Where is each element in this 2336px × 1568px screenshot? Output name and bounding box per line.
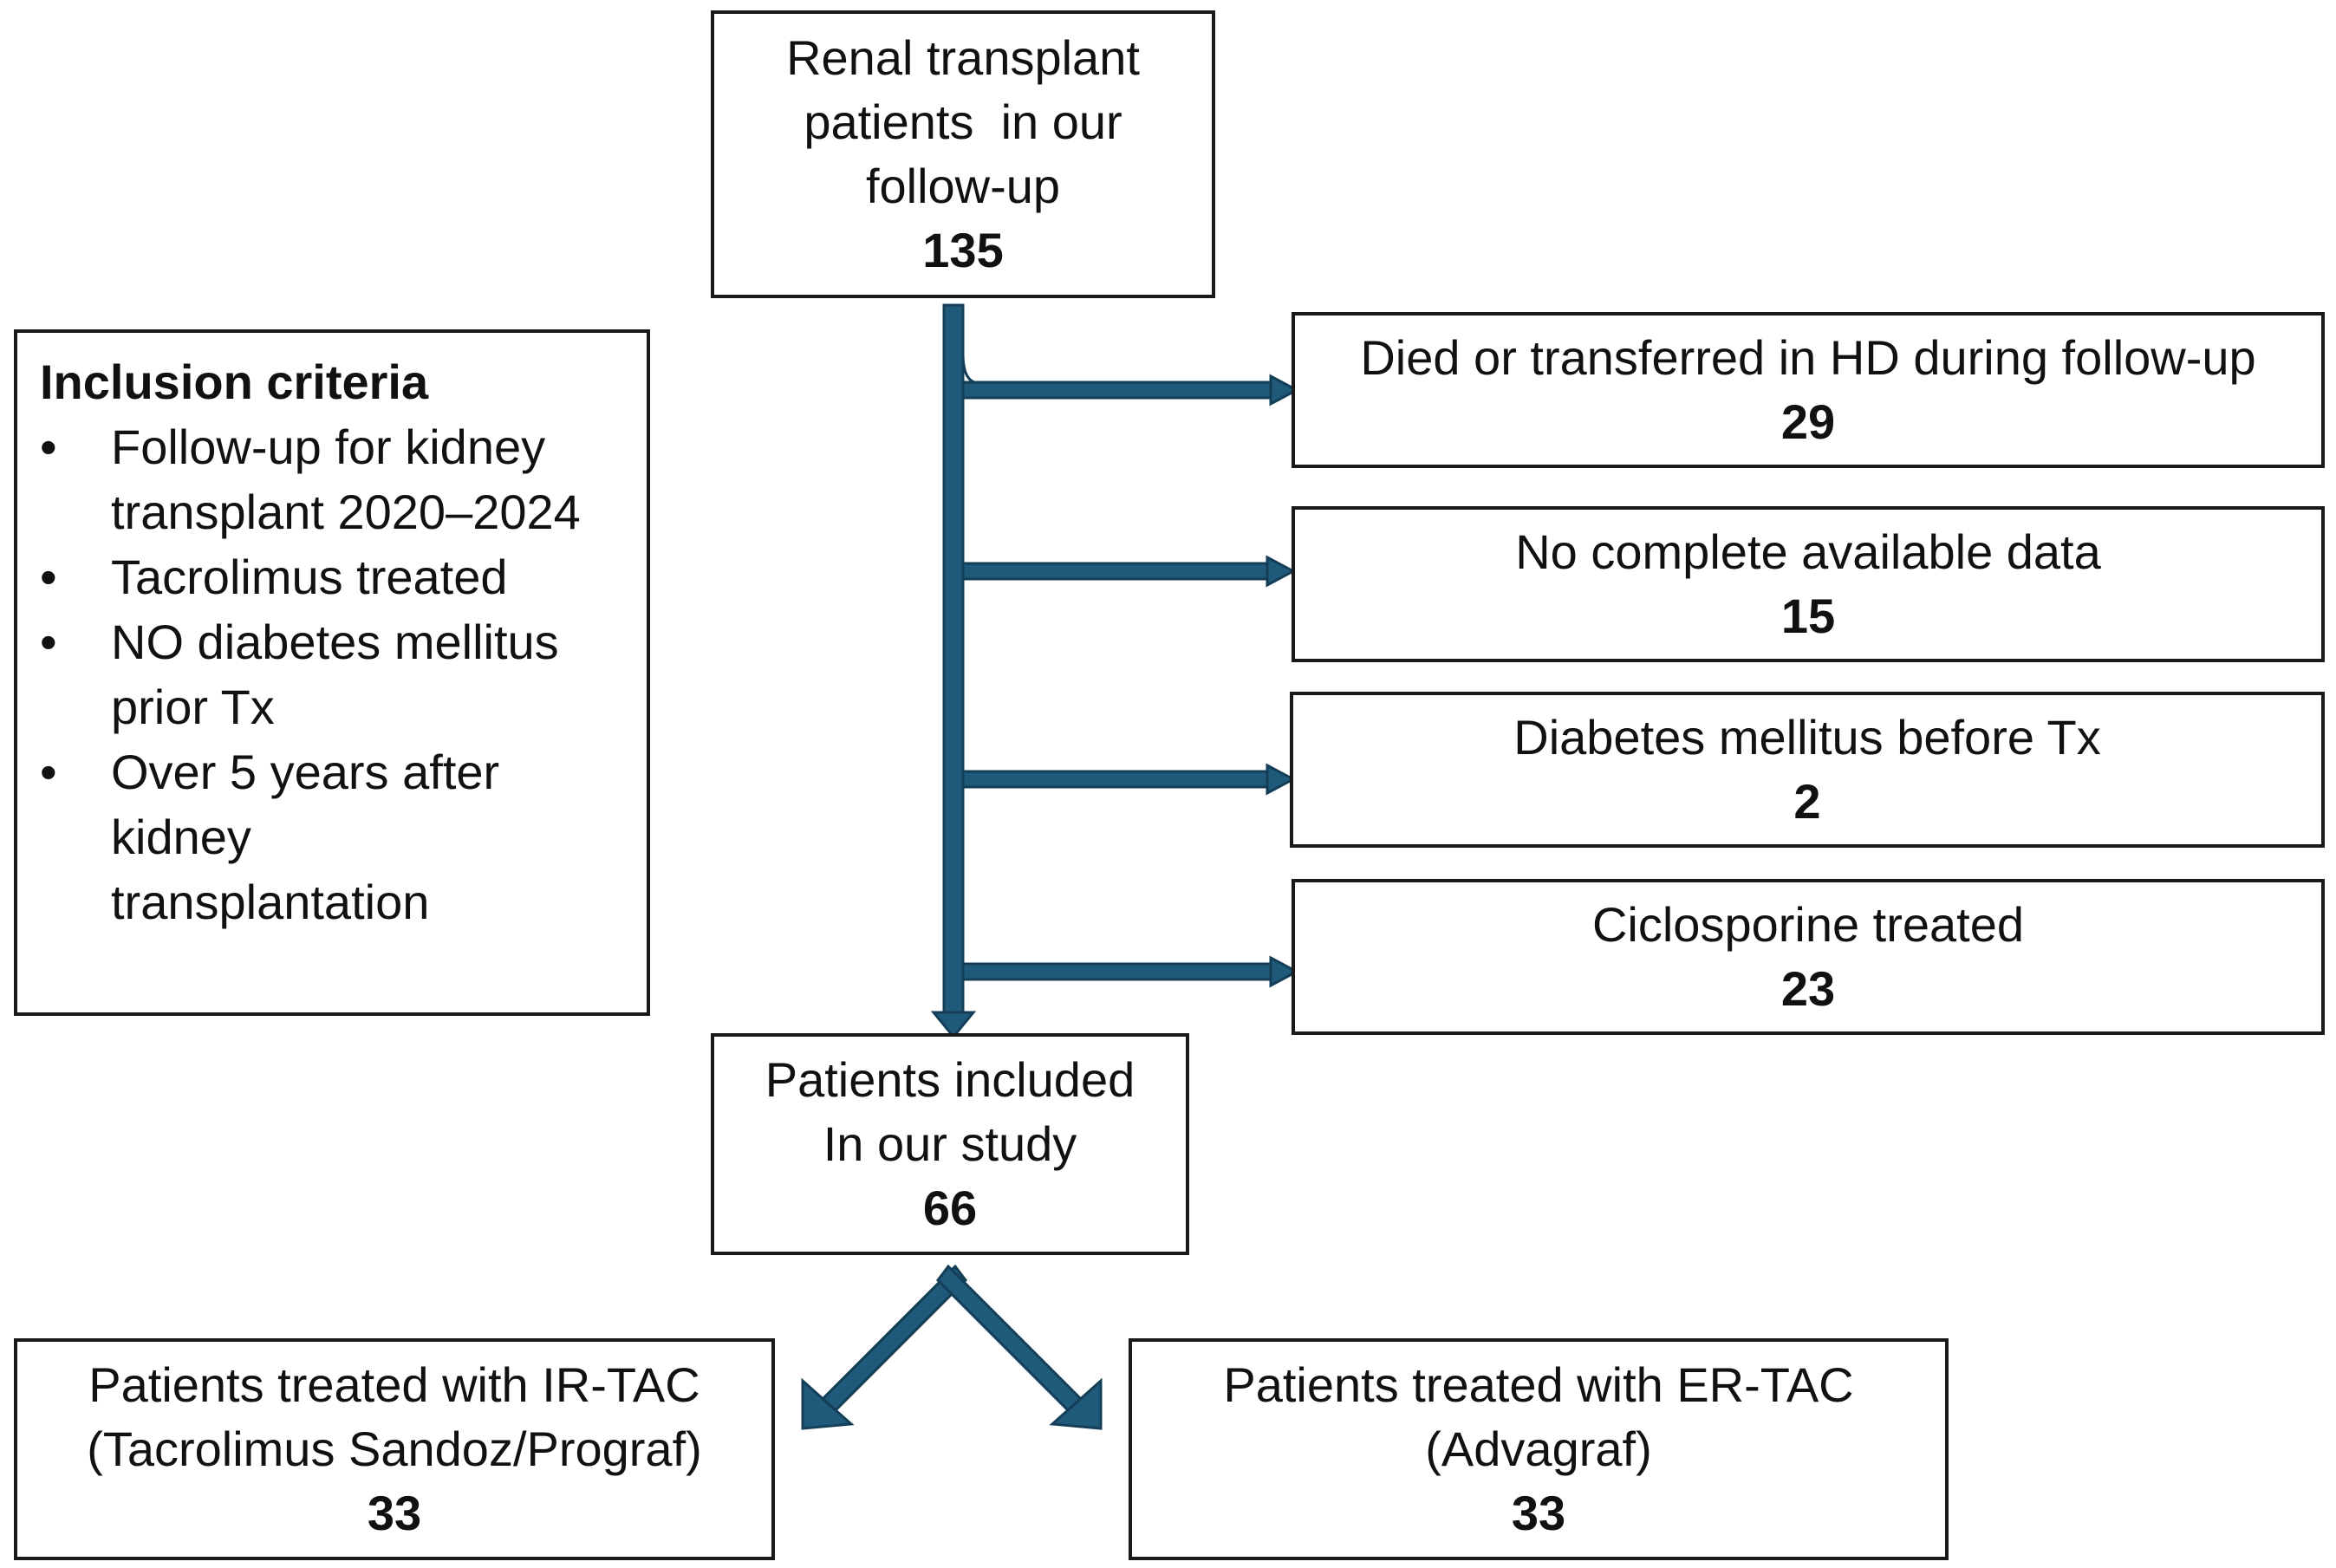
total-patients-line-2: patients in our xyxy=(804,94,1122,149)
criterion-2-line-1: Tacrolimus treated xyxy=(111,550,508,604)
er-tac-line-1: Patients treated with ER-TAC xyxy=(1223,1357,1854,1412)
criterion-1-line-2: transplant 2020–2024 xyxy=(111,485,581,539)
ir-tac-box: Patients treated with IR-TAC (Tacrolimus… xyxy=(14,1338,775,1560)
total-patients-line-3: follow-up xyxy=(865,159,1061,213)
bullet-icon: • xyxy=(40,615,57,669)
criterion-4-line-1: Over 5 years after xyxy=(111,745,500,799)
inclusion-criteria-list: • Follow-up for kidney transplant 2020–2… xyxy=(17,414,647,934)
criterion-item: • Follow-up for kidney transplant 2020–2… xyxy=(17,414,647,544)
branch-arrow-no-data xyxy=(961,555,1297,588)
criterion-4-line-3: transplantation xyxy=(111,875,430,929)
included-count: 66 xyxy=(922,1181,978,1235)
criterion-item: • Tacrolimus treated xyxy=(17,544,647,609)
criterion-3-line-2: prior Tx xyxy=(111,680,275,734)
exclusion-box-ciclosporine: Ciclosporine treated 23 xyxy=(1292,879,2325,1035)
criterion-item: • NO diabetes mellitus prior Tx xyxy=(17,609,647,739)
exclusion-label: Died or transferred in HD during follow-… xyxy=(1360,330,2256,385)
included-line-2: In our study xyxy=(823,1116,1077,1171)
inclusion-criteria-box: Inclusion criteria • Follow-up for kidne… xyxy=(14,329,650,1016)
exclusion-count: 2 xyxy=(1793,774,1821,829)
split-arrow-left xyxy=(801,1264,967,1430)
exclusion-count: 23 xyxy=(1780,961,1836,1016)
inclusion-criteria-title: Inclusion criteria xyxy=(40,355,429,409)
ir-tac-line-1: Patients treated with IR-TAC xyxy=(88,1357,700,1412)
exclusion-box-diabetes: Diabetes mellitus before Tx 2 xyxy=(1290,692,2325,848)
er-tac-box: Patients treated with ER-TAC (Advagraf) … xyxy=(1129,1338,1949,1560)
er-tac-count: 33 xyxy=(1511,1486,1566,1540)
exclusion-label: Diabetes mellitus before Tx xyxy=(1513,710,2101,764)
criterion-1-line-1: Follow-up for kidney xyxy=(111,420,546,474)
ir-tac-count: 33 xyxy=(367,1486,422,1540)
branch-arrow-ciclosporine xyxy=(961,955,1300,988)
total-patients-line-1: Renal transplant xyxy=(786,30,1140,85)
main-down-arrow xyxy=(930,303,977,1039)
exclusion-box-no-data: No complete available data 15 xyxy=(1292,506,2325,662)
total-patients-count: 135 xyxy=(922,223,1004,277)
exclusion-count: 15 xyxy=(1780,589,1836,643)
criterion-3-line-1: NO diabetes mellitus xyxy=(111,615,559,669)
split-arrow-right xyxy=(936,1264,1103,1430)
exclusion-count: 29 xyxy=(1780,394,1836,449)
criterion-4-line-2: kidney xyxy=(111,810,251,864)
bullet-icon: • xyxy=(40,420,57,474)
bullet-icon: • xyxy=(40,550,57,604)
criterion-item: • Over 5 years after kidney transplantat… xyxy=(17,739,647,934)
included-patients-box: Patients included In our study 66 xyxy=(711,1033,1189,1255)
exclusion-label: Ciclosporine treated xyxy=(1591,897,2025,952)
included-line-1: Patients included xyxy=(765,1052,1135,1107)
ir-tac-line-2: (Tacrolimus Sandoz/Prograf) xyxy=(87,1422,702,1476)
bullet-icon: • xyxy=(40,745,57,799)
exclusion-label: No complete available data xyxy=(1515,524,2101,579)
total-patients-box: Renal transplant patients in our follow-… xyxy=(711,10,1215,298)
branch-arrow-died xyxy=(961,353,1300,407)
branch-arrow-diabetes xyxy=(961,763,1297,796)
er-tac-line-2: (Advagraf) xyxy=(1425,1422,1652,1476)
exclusion-box-died: Died or transferred in HD during follow-… xyxy=(1292,312,2325,468)
